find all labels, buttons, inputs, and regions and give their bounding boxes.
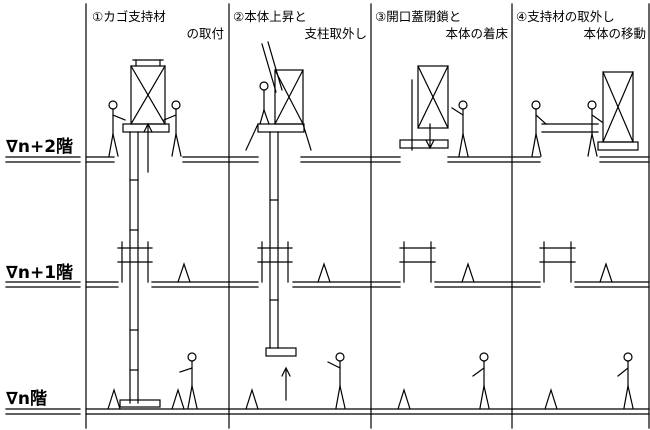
step-1-title-line1: ①カゴ支持材 (92, 9, 166, 24)
panel-2-illustration (245, 41, 346, 410)
step-2-title-line1: ②本体上昇と (233, 9, 307, 24)
step-4-title-line1: ④支持材の取外し (516, 9, 615, 24)
step-2-title-line2: 支柱取外し (304, 26, 367, 41)
step-3-title-line2: 本体の着床 (445, 26, 508, 41)
floor-label-n1: ∇n+1階 (6, 263, 74, 283)
step-3-title-line1: ③開口蓋閉鎖と (375, 9, 462, 24)
floor-n2-lines (5, 156, 650, 163)
step-3-title: ③開口蓋閉鎖と 本体の着床 (375, 8, 508, 42)
step-4-title-line2: 本体の移動 (583, 26, 646, 41)
step-1-title: ①カゴ支持材 の取付 (92, 8, 224, 42)
floor-label-n2: ∇n+2階 (6, 137, 74, 157)
panel-3-illustration (397, 65, 490, 410)
step-2-title: ②本体上昇と 支柱取外し (233, 8, 367, 42)
panel-4-illustration (531, 71, 639, 410)
floor-n1-lines (5, 281, 650, 288)
panel-1-illustration (107, 59, 198, 410)
step-1-title-line2: の取付 (186, 26, 224, 41)
floor-label-n: ∇n階 (6, 389, 47, 409)
floor-n-lines (5, 408, 650, 415)
step-4-title: ④支持材の取外し 本体の移動 (516, 8, 646, 42)
panel-frame (85, 3, 650, 429)
